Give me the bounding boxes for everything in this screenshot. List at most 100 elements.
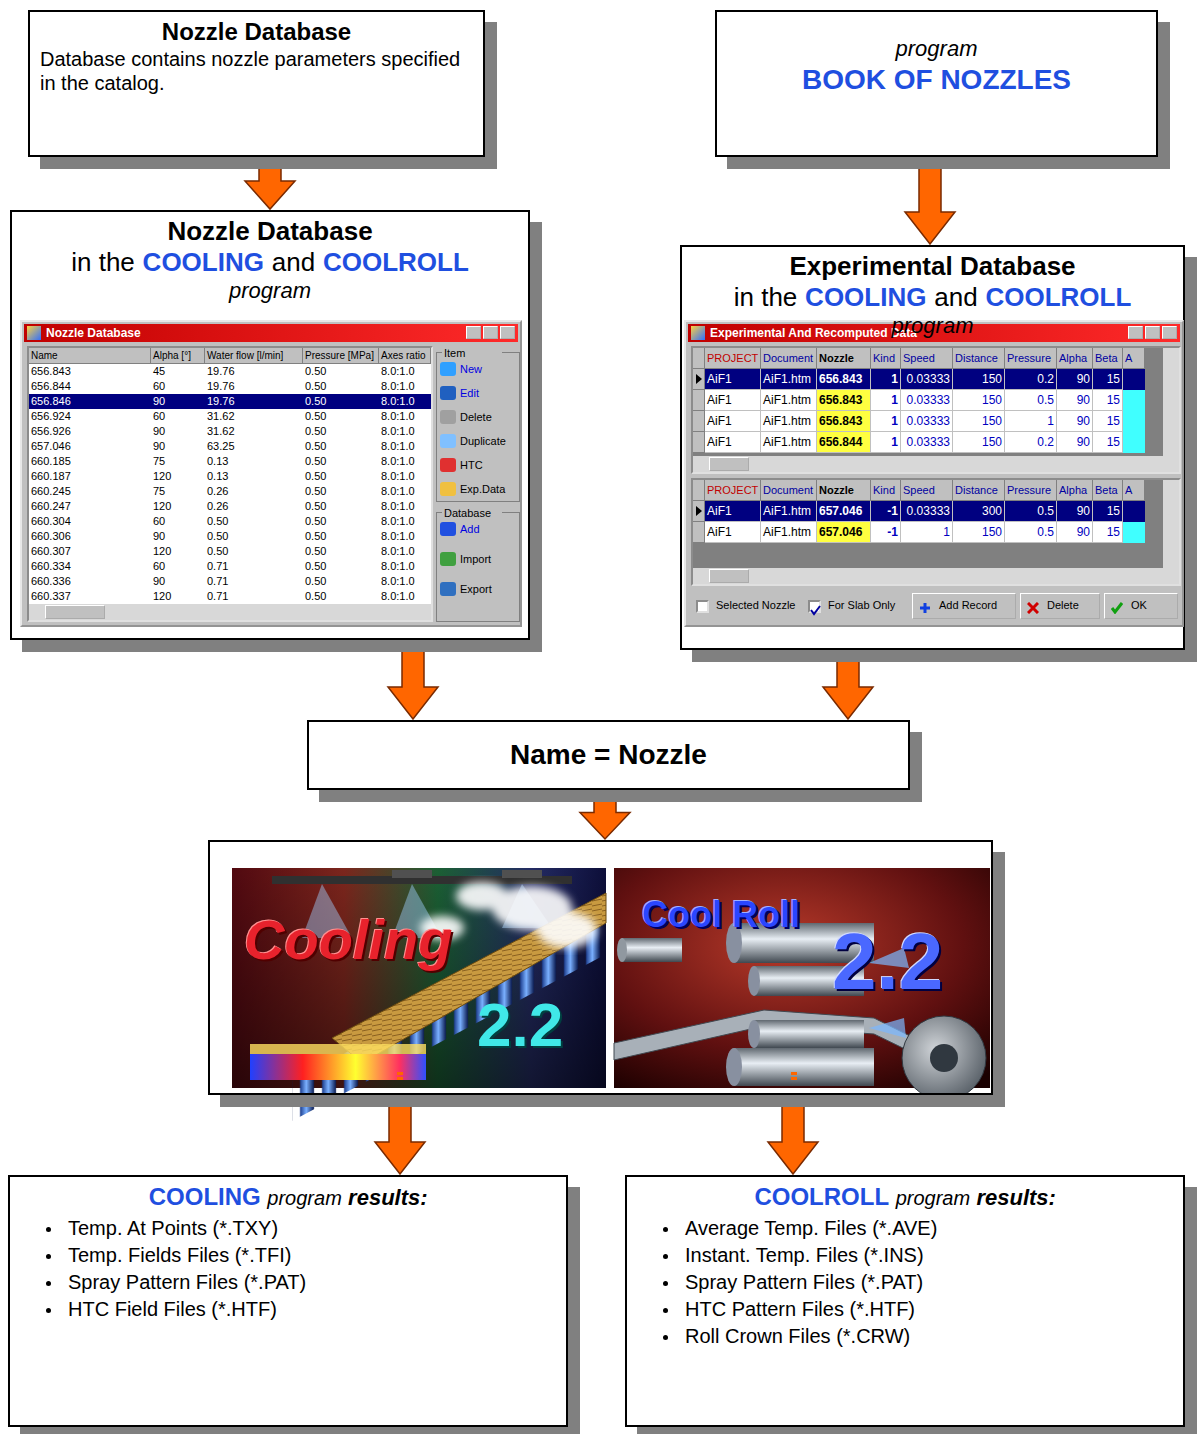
table-cell: 0.71 — [205, 574, 303, 589]
table-cell: 0.26 — [205, 499, 303, 514]
grid-cell: AiF1.htm — [761, 501, 817, 522]
grid-cell: 0.5 — [1005, 522, 1057, 543]
table-cell: 8.0:1.0 — [379, 424, 431, 439]
window-button — [500, 326, 515, 339]
program-name: COOLING — [143, 247, 264, 278]
panel-subheading: in theCOOLINGandCOOLROLL — [16, 247, 524, 278]
grid-cell — [1123, 501, 1145, 522]
results-list: Temp. At Points (*.TXY)Temp. Fields File… — [10, 1211, 566, 1323]
table-cell: 8.0:1.0 — [379, 454, 431, 469]
window-title: Experimental And Recomputed Data — [710, 326, 917, 340]
button-icon — [919, 600, 931, 612]
grid-cell: 15 — [1093, 432, 1123, 453]
row-indicator — [693, 390, 705, 411]
table-cell: 60 — [151, 514, 205, 529]
button-icon — [440, 522, 456, 536]
grid-cell: 150 — [953, 522, 1005, 543]
table-cell: 0.50 — [303, 559, 379, 574]
block-arrow — [823, 651, 873, 719]
push-button: OK — [1104, 593, 1178, 619]
table-cell: 60 — [151, 559, 205, 574]
database-panel: Experimental And Recomputed DataPROJECTD… — [680, 245, 1185, 650]
splash-text: 2.2 — [477, 994, 563, 1056]
grid-cell: 150 — [953, 411, 1005, 432]
grid-cell — [1123, 432, 1145, 453]
table-cell: 660.334 — [29, 559, 151, 574]
grid-cell: 0.03333 — [901, 501, 953, 522]
list-item: Spray Pattern Files (*.PAT) — [627, 1269, 1183, 1296]
grid-cell: 656.843 — [817, 411, 871, 432]
grid-cell: 0.03333 — [901, 369, 953, 390]
table-cell: 90 — [151, 529, 205, 544]
column-header: Speed — [901, 480, 953, 501]
grid-cell: 90 — [1057, 501, 1093, 522]
table-cell: 0.50 — [303, 454, 379, 469]
grid-cell: 0.03333 — [901, 411, 953, 432]
heading-text: program — [267, 1187, 341, 1210]
table-cell: 656.924 — [29, 409, 151, 424]
row-indicator — [693, 411, 705, 432]
window-button — [483, 326, 498, 339]
table-cell: 660.187 — [29, 469, 151, 484]
grid-cell: 1 — [901, 522, 953, 543]
table-cell: 656.844 — [29, 379, 151, 394]
grid-cell: AiF1 — [705, 522, 761, 543]
grid-cell: 15 — [1093, 501, 1123, 522]
grid-cell: AiF1.htm — [761, 369, 817, 390]
button-icon — [440, 552, 456, 566]
table-cell: 90 — [151, 574, 205, 589]
table-cell: 8.0:1.0 — [379, 529, 431, 544]
results-heading: COOLROLLprogramresults: — [627, 1177, 1183, 1211]
column-header: Pressure [MPa] — [303, 348, 379, 364]
checkbox — [696, 600, 709, 613]
check-mark — [810, 605, 821, 616]
table-cell: 0.50 — [303, 409, 379, 424]
table-cell: 0.50 — [303, 424, 379, 439]
panel-heading: Experimental Database — [686, 251, 1179, 282]
table-cell: 0.71 — [205, 559, 303, 574]
table-cell: 0.50 — [303, 589, 379, 604]
list-item: Average Temp. Files (*.AVE) — [627, 1215, 1183, 1242]
button-icon — [440, 362, 456, 376]
table-cell: 0.26 — [205, 484, 303, 499]
title-bar: Nozzle Database — [24, 324, 518, 342]
join-box: Name = Nozzle — [307, 720, 910, 790]
table-cell: 90 — [151, 394, 205, 409]
list-item: Instant. Temp. Files (*.INS) — [627, 1242, 1183, 1269]
grid-cell: 657.046 — [817, 522, 871, 543]
table-cell: 75 — [151, 484, 205, 499]
panel-heading: Nozzle Database — [16, 216, 524, 247]
grid-corner — [693, 480, 705, 501]
grid-cell: 15 — [1093, 522, 1123, 543]
group-title: Item — [442, 346, 502, 360]
toolbar-button: Add — [458, 518, 520, 540]
block-arrow — [375, 1096, 425, 1174]
column-header: Kind — [871, 480, 901, 501]
window-button — [466, 326, 481, 339]
column-header: Water flow [l/min] — [205, 348, 303, 364]
table-cell: 60 — [151, 379, 205, 394]
table-cell: 660.185 — [29, 454, 151, 469]
block-arrow — [905, 158, 955, 244]
panel-subheading: in theCOOLINGandCOOLROLL — [686, 282, 1179, 313]
heading-text: results: — [348, 1185, 427, 1211]
grid-cell: 1 — [871, 369, 901, 390]
table-cell: 31.62 — [205, 424, 303, 439]
box-heading: Nozzle Database — [40, 18, 473, 47]
grid-cell: 1 — [1005, 411, 1057, 432]
table-cell: 8.0:1.0 — [379, 439, 431, 454]
box-body: Database contains nozzle parameters spec… — [40, 47, 473, 95]
grid-cell: -1 — [871, 501, 901, 522]
button-icon — [440, 458, 456, 472]
column-header: Kind — [871, 348, 901, 369]
window-icon — [27, 326, 41, 340]
table-cell: 657.046 — [29, 439, 151, 454]
box-heading: program — [727, 36, 1146, 62]
table-cell: 660.307 — [29, 544, 151, 559]
grid-cell: 15 — [1093, 390, 1123, 411]
row-indicator — [693, 432, 705, 453]
table-cell: 63.25 — [205, 439, 303, 454]
button-glyph — [919, 602, 931, 614]
grid-cell: 90 — [1057, 522, 1093, 543]
app-window: Nozzle DatabaseNameAlpha [°]Water flow [… — [20, 320, 522, 627]
